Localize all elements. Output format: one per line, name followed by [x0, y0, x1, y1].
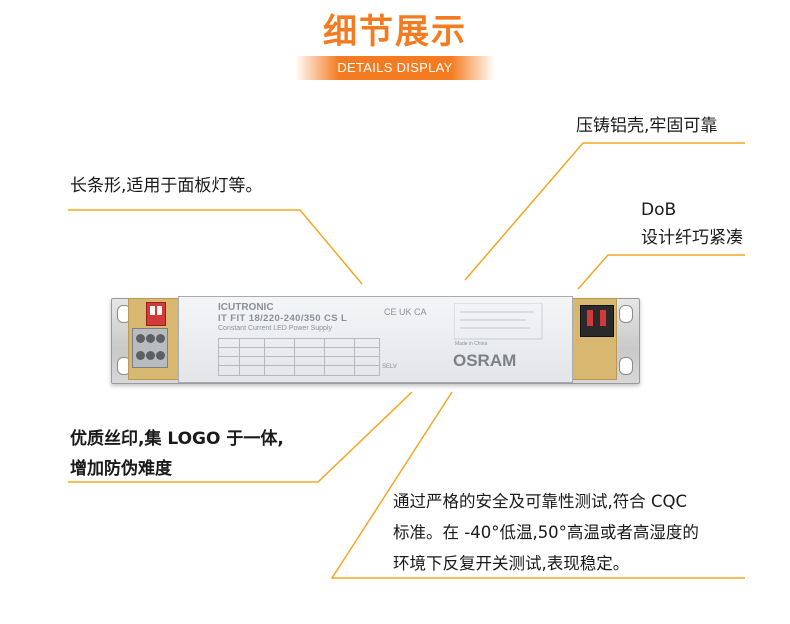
mount-hole-icon [619, 305, 633, 323]
driver-casing: ICUTRONIC IT FIT 18/220-240/350 CS L Con… [178, 296, 573, 383]
mount-hole-icon [619, 357, 633, 375]
callout-dob: DoB 设计纤巧紧凑 [641, 196, 743, 252]
line-shape [68, 209, 363, 285]
callout-dob-line1: DoB [641, 200, 677, 220]
subtitle-banner: DETAILS DISPLAY [295, 56, 495, 80]
label-brand: ICUTRONIC [218, 302, 274, 313]
label-logo: OSRAM [453, 351, 517, 370]
callout-dob-line2: 设计纤巧紧凑 [641, 228, 743, 248]
input-terminal-icon [132, 328, 168, 368]
label-cert-marks: CE UK CA [384, 307, 427, 317]
callout-test: 通过严格的安全及可靠性测试,符合 CQC 标准。在 -40°低温,50°高温或者… [393, 486, 699, 579]
label-spec-table [218, 338, 380, 376]
callout-housing: 压铸铝壳,牢固可靠 [576, 116, 718, 136]
line-housing [464, 142, 745, 281]
callout-print: 优质丝印,集 LOGO 于一体, 增加防伪难度 [70, 424, 284, 484]
callout-shape: 长条形,适用于面板灯等。 [70, 176, 263, 196]
subtitle-text: DETAILS DISPLAY [337, 60, 453, 75]
callout-print-line1: 优质丝印,集 LOGO 于一体, [70, 429, 284, 449]
output-terminal-icon [580, 305, 614, 337]
label-selv: SELV [382, 364, 397, 370]
callout-test-line3: 环境下反复开关测试,表现稳定。 [393, 554, 630, 573]
label-qr-area [454, 303, 543, 340]
line-print [68, 391, 413, 483]
label-made-in: Made in China [455, 341, 488, 347]
callout-test-line2: 标准。在 -40°低温,50°高温或者高湿度的 [393, 523, 699, 542]
dip-switch-icon [146, 302, 166, 326]
callout-test-line1: 通过严格的安全及可靠性测试,符合 CQC [393, 492, 688, 511]
label-description: Constant Current LED Power Supply [218, 325, 332, 332]
callout-print-line2: 增加防伪难度 [70, 459, 172, 479]
line-dob [577, 254, 745, 290]
line-test [330, 391, 745, 579]
page-title: 细节展示 [323, 12, 467, 52]
label-model: IT FIT 18/220-240/350 CS L [218, 313, 348, 324]
